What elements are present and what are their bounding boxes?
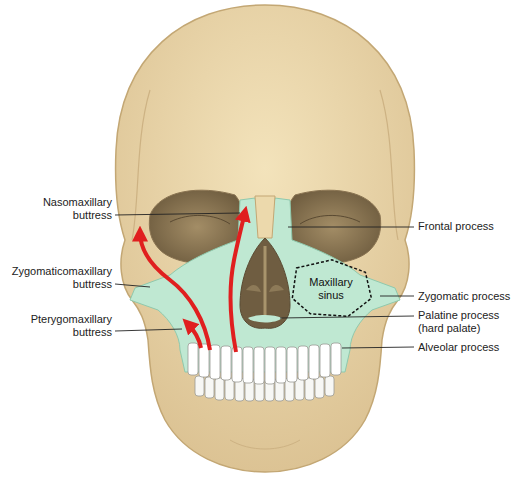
part-label: Nasomaxillary buttress — [4, 196, 112, 222]
chin-line — [230, 440, 300, 449]
nasal-septum — [264, 246, 267, 318]
part-label: Palatine process (hard palate) — [418, 309, 518, 335]
lower-teeth — [195, 376, 334, 401]
buttress-arrow — [230, 212, 245, 352]
part-label: Pterygomaxillary buttress — [4, 313, 112, 339]
hard-palate — [248, 315, 282, 323]
temporal-line — [380, 90, 398, 240]
part-label: Frontal process — [418, 220, 523, 233]
sinus-region: Maxillary sinus — [288, 258, 374, 320]
temporal-line — [132, 90, 150, 240]
nasal-bone — [255, 196, 275, 238]
nasal-concha — [269, 285, 284, 292]
skull — [116, 5, 415, 472]
nasal-aperture — [240, 238, 290, 328]
part-label: Alveolar process — [418, 341, 523, 354]
leader-lines — [115, 213, 414, 348]
nasal-concha — [246, 285, 261, 292]
buttress-arrow — [140, 232, 210, 350]
region-label: Maxillary sinus — [303, 276, 359, 302]
buttress-arrow — [187, 323, 201, 348]
part-label: Zygomatic process — [418, 290, 523, 303]
dashed-outline — [292, 260, 371, 316]
orbit-fissure — [300, 215, 360, 224]
part-label: Zygomaticomaxillary buttress — [4, 265, 112, 291]
orbit-fissure — [170, 215, 230, 224]
